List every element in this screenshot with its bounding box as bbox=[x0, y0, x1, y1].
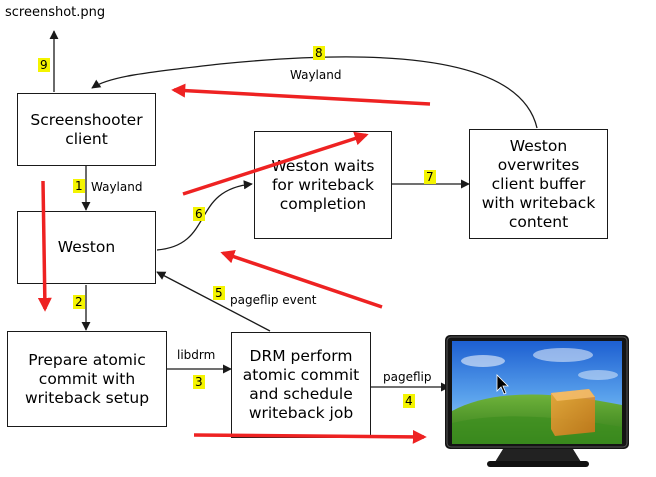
screenshot-file-label: screenshot.png bbox=[5, 5, 106, 20]
node-drm-perform: DRM perform atomic commit and schedule w… bbox=[231, 332, 371, 438]
edge-1-number: 1 bbox=[73, 179, 85, 193]
node-prepare-atomic-commit: Prepare atomic commit with writeback set… bbox=[7, 331, 167, 427]
node-weston-overwrites: Weston overwrites client buffer with wri… bbox=[469, 129, 608, 239]
annotation-arrow-to-monitor bbox=[193, 429, 427, 444]
annotation-arrow-down-left bbox=[37, 180, 52, 312]
edge-3-label: libdrm bbox=[177, 348, 216, 362]
edge-4-number: 4 bbox=[403, 394, 415, 408]
node-screenshooter-client: Screenshooter client bbox=[17, 93, 156, 166]
edge-9-number: 9 bbox=[38, 58, 50, 72]
edge-4-label: pageflip bbox=[383, 370, 432, 384]
node-weston: Weston bbox=[17, 211, 156, 284]
edge-8-label: Wayland bbox=[290, 68, 342, 82]
edge-8-number: 8 bbox=[313, 46, 325, 60]
annotation-arrow-to-wait bbox=[182, 131, 369, 196]
edge-5-label: pageflip event bbox=[230, 293, 317, 307]
edge-6-number: 6 bbox=[193, 207, 205, 221]
annotation-arrow-to-weston bbox=[220, 249, 383, 309]
edge-2-number: 2 bbox=[73, 295, 85, 309]
edge-8-line bbox=[91, 56, 538, 129]
edge-5-line bbox=[156, 271, 271, 332]
edge-5-number: 5 bbox=[213, 286, 225, 300]
edge-7-number: 7 bbox=[424, 170, 436, 184]
monitor-icon bbox=[445, 335, 629, 467]
edge-1-label: Wayland bbox=[91, 180, 143, 194]
annotation-arrow-to-screenshooter bbox=[171, 83, 431, 106]
edge-3-number: 3 bbox=[193, 375, 205, 389]
node-weston-waits: Weston waits for writeback completion bbox=[254, 131, 392, 239]
